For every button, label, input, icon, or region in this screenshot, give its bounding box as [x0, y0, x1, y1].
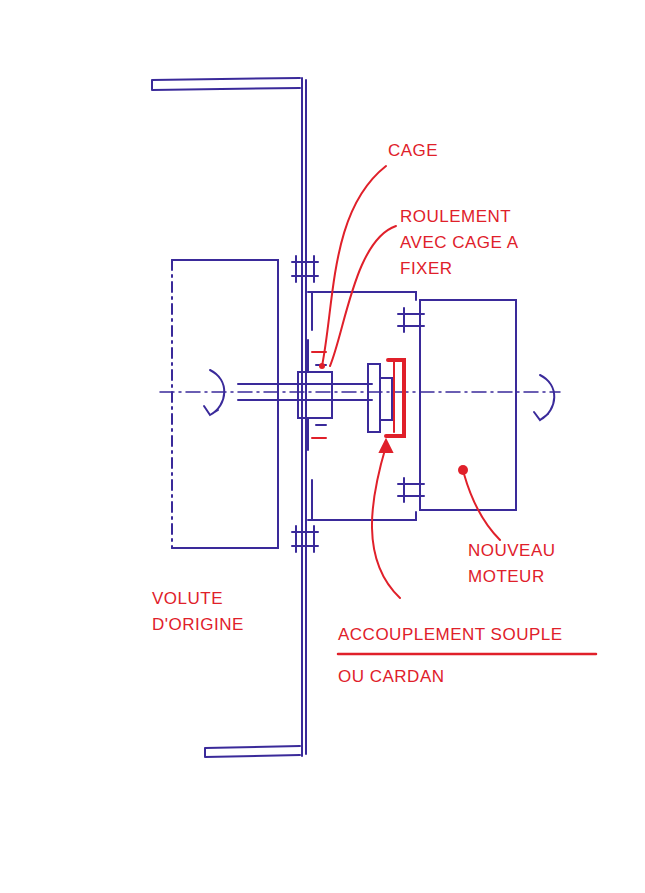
part-label: ROULEMENT AVEC CAGE A FIXER	[400, 204, 528, 282]
part-label: CAGE	[388, 138, 478, 164]
part-label: VOLUTE D'ORIGINE	[152, 586, 257, 638]
part-label: ACCOUPLEMENT SOUPLE	[338, 622, 628, 648]
note-label: OU CARDAN	[338, 664, 488, 690]
part-label: NOUVEAU MOTEUR	[468, 538, 578, 590]
